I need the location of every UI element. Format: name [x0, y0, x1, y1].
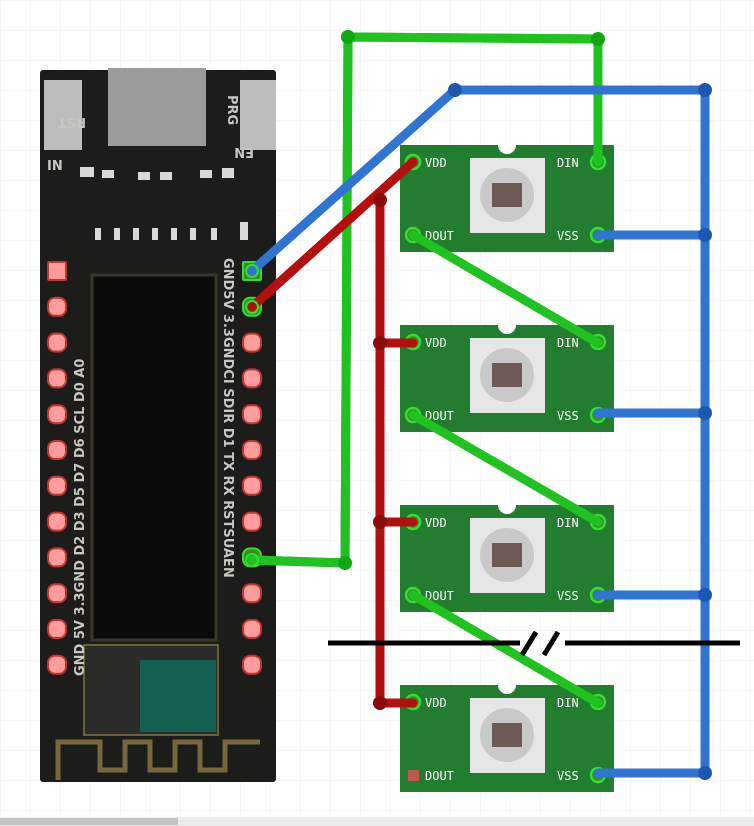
antenna-chip	[140, 660, 216, 732]
board-pin-left[interactable]	[47, 475, 67, 496]
board-pin-left[interactable]	[47, 368, 67, 389]
board-pin-left[interactable]	[47, 547, 67, 568]
led-module-4[interactable]: VDD DOUT DIN VSS	[400, 685, 614, 792]
right-pin-labels: GND5V 3.3GNDCI SDIR D1 TX RX RSTSUAEN	[220, 258, 235, 578]
label-vdd: VDD	[425, 156, 447, 170]
board-pin-left[interactable]	[47, 511, 67, 532]
led-module-3[interactable]: VDD DOUT DIN VSS	[400, 505, 614, 612]
rst-button[interactable]	[44, 80, 82, 150]
power-wires	[247, 157, 418, 710]
power-wire-main[interactable]	[247, 157, 418, 312]
label-dout: DOUT	[425, 409, 454, 423]
esp-board[interactable]: RST PRG IN EN GND5V 3.3GNDCI SDIR D1 TX …	[40, 68, 276, 782]
board-pin-right[interactable]	[242, 440, 262, 460]
board-pin-right[interactable]	[242, 404, 262, 425]
label-din: DIN	[557, 336, 579, 350]
label-vdd: VDD	[425, 336, 447, 350]
board-pin-right[interactable]	[242, 511, 262, 532]
usb-port	[108, 68, 206, 146]
label-rst: RST	[58, 114, 86, 129]
label-vdd: VDD	[425, 696, 447, 710]
board-pin-left[interactable]	[47, 654, 67, 675]
pad-dout[interactable]	[408, 770, 419, 781]
label-dout: DOUT	[425, 769, 454, 783]
pcb-antenna	[55, 739, 260, 780]
board-pin-right[interactable]	[242, 475, 262, 496]
board-pin-left[interactable]	[47, 440, 67, 460]
board-pin-right[interactable]	[242, 368, 262, 389]
oled-display	[90, 273, 218, 642]
label-vdd: VDD	[425, 516, 447, 530]
label-en: EN	[234, 144, 254, 159]
data-wire-led2-to-led3[interactable]	[408, 410, 603, 527]
label-prg: PRG	[224, 95, 239, 125]
scrollbar-thumb[interactable]	[0, 818, 178, 825]
board-pin-right[interactable]	[242, 332, 262, 353]
label-vss: VSS	[557, 589, 579, 603]
label-din: DIN	[557, 156, 579, 170]
board-pin-left[interactable]	[47, 332, 67, 353]
board-pin-right[interactable]	[242, 583, 262, 604]
board-pin-left[interactable]	[47, 619, 67, 639]
label-vss: VSS	[557, 409, 579, 423]
label-dout: DOUT	[425, 229, 454, 243]
prg-button[interactable]	[240, 80, 276, 150]
ground-wires	[247, 83, 712, 780]
break-marker	[328, 630, 740, 657]
led-module-2[interactable]: VDD DOUT DIN VSS	[400, 325, 614, 432]
ground-wire-main[interactable]	[247, 85, 710, 778]
label-din: DIN	[557, 516, 579, 530]
board-pin-left[interactable]	[47, 296, 67, 317]
board-pin-left[interactable]	[47, 583, 67, 604]
data-wire-led1-to-led2[interactable]	[408, 230, 603, 348]
label-vss: VSS	[557, 769, 579, 783]
board-pin-left[interactable]	[47, 261, 67, 281]
data-wire-led3-to-led4[interactable]	[408, 590, 603, 708]
board-pin-right[interactable]	[242, 619, 262, 639]
label-din: DIN	[557, 696, 579, 710]
board-pin-left[interactable]	[47, 404, 67, 425]
label-dout: DOUT	[425, 589, 454, 603]
label-vss: VSS	[557, 229, 579, 243]
label-in: IN	[47, 159, 63, 174]
led-module-1[interactable]: VDD DOUT DIN VSS	[400, 145, 614, 252]
left-pin-labels: GND 5V 3.3GND D2 D3 D5 D7 D6 SCL D0 A0	[73, 359, 88, 676]
horizontal-scrollbar[interactable]	[0, 817, 754, 826]
board-pin-right[interactable]	[242, 654, 262, 675]
